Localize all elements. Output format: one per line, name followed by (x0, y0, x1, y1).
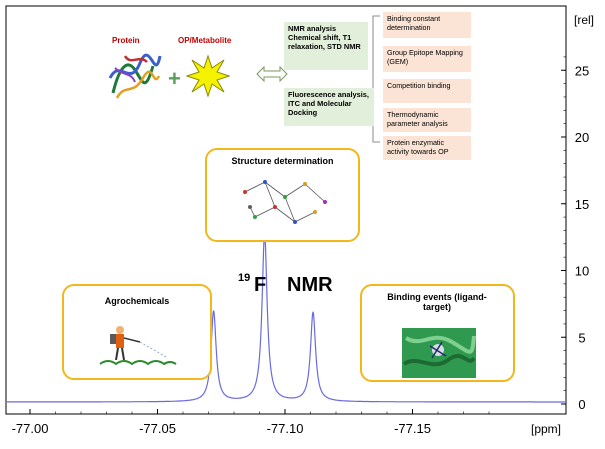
x-tick-label: -77.15 (394, 421, 431, 436)
plot-frame (5, 5, 567, 415)
y-tick-label: 25 (575, 63, 589, 78)
protein-icon (108, 53, 162, 99)
farmer-spraying-icon (99, 326, 177, 366)
y-tick-label: 10 (575, 264, 589, 279)
binding-constant-box: Binding constant determination (383, 12, 471, 38)
nmr-superscript: 19 (238, 272, 251, 284)
double-arrow-icon (256, 66, 288, 82)
plus-sign: + (168, 66, 181, 91)
nmr-word-label: NMR (287, 274, 333, 296)
y-tick-label: 20 (575, 130, 589, 145)
x-tick-label: -77.10 (267, 421, 304, 436)
competition-box: Competition binding (383, 79, 471, 103)
op-metabolite-star-icon (186, 54, 230, 98)
protein-label: Protein (112, 36, 140, 45)
agrochemicals-title: Agrochemicals (104, 296, 170, 306)
y-tick-label: 5 (578, 330, 585, 345)
structure-determination-box: Structure determination (205, 148, 360, 242)
op-metabolite-label: OP/Metabolite (178, 36, 232, 45)
fluorescence-box: Fluorescence analysis, ITC and Molecular… (284, 88, 374, 126)
x-tick-label: -77.00 (12, 421, 49, 436)
y-tick-label: 15 (575, 197, 589, 212)
structure-determination-title: Structure determination (231, 156, 334, 166)
bracket-connector (372, 15, 380, 143)
molecule-icon (243, 180, 327, 224)
spectrum-line (7, 233, 565, 403)
y-unit-label: [rel] (574, 13, 594, 27)
binding-events-box: Binding events (ligand-target) (360, 284, 515, 382)
binding-events-title: Binding events (ligand-target) (387, 292, 487, 312)
x-unit-label: [ppm] (531, 422, 561, 436)
nmr-analysis-box: NMR analysis Chemical shift, T1 relaxati… (284, 22, 368, 70)
ligand-target-icon (402, 328, 476, 378)
gem-box: Group Epitope Mapping (GEM) (383, 46, 471, 72)
nmr-f-label: F (254, 274, 267, 296)
thermodynamic-box: Thermodynamic parameter analysis (383, 108, 471, 132)
x-tick-label: -77.05 (139, 421, 176, 436)
enzymatic-box: Protein enzymatic activity towards OP (383, 136, 471, 160)
agrochemicals-box: Agrochemicals (62, 284, 212, 380)
y-tick-label: 0 (578, 397, 585, 412)
